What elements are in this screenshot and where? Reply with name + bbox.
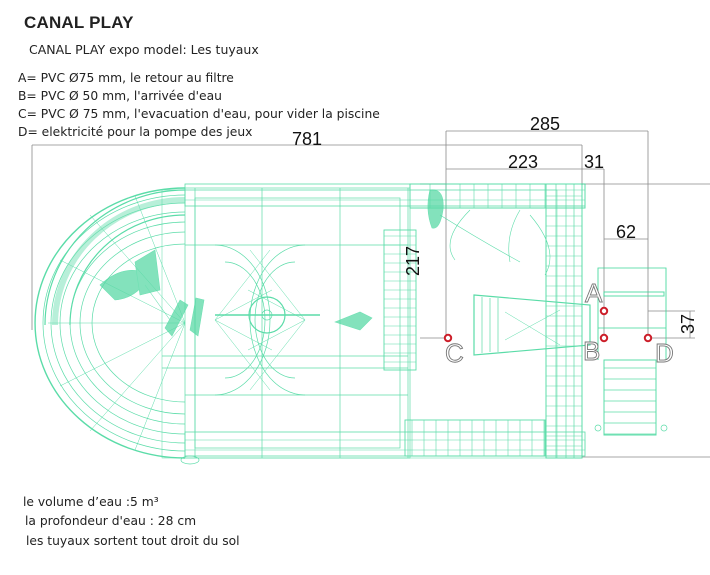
pipe-legend: A= PVC Ø75 mm, le retour au filtre B= PV…	[18, 69, 380, 141]
point-c	[443, 333, 453, 343]
legend-item-b: B= PVC Ø 50 mm, l'arrivée d'eau	[18, 89, 222, 103]
decorative-figures	[99, 189, 444, 337]
legend-item-c: C= PVC Ø 75 mm, l'evacuation d'eau, pour…	[18, 107, 380, 121]
note-pipes: les tuyaux sortent tout droit du sol	[26, 534, 240, 548]
point-a	[599, 306, 609, 316]
dimension-labels: 781 285 223 31 62 217 37	[292, 114, 698, 334]
note-depth: la profondeur d'eau : 28 cm	[25, 514, 197, 528]
label-d: D	[655, 338, 674, 368]
dim-285: 285	[530, 114, 560, 134]
dim-62: 62	[616, 222, 636, 242]
legend-item-a: A= PVC Ø75 mm, le retour au filtre	[18, 71, 234, 85]
dim-223: 223	[508, 152, 538, 172]
dim-overall-length: 781	[292, 129, 322, 149]
page-subtitle: CANAL PLAY expo model: Les tuyaux	[29, 42, 259, 57]
point-b	[599, 333, 609, 343]
dim-217: 217	[403, 246, 423, 276]
page-title: CANAL PLAY	[24, 13, 134, 32]
label-b: B	[583, 336, 600, 366]
point-d	[643, 333, 653, 343]
dim-31: 31	[584, 152, 604, 172]
dim-37: 37	[678, 314, 698, 334]
legend-item-d: D= elektricité pour la pompe des jeux	[18, 125, 253, 139]
note-volume: le volume d’eau :5 m³	[23, 495, 159, 509]
label-c: C	[445, 338, 464, 368]
connection-points: A B C D	[443, 278, 674, 368]
dimension-lines	[31, 130, 710, 458]
label-a: A	[585, 278, 603, 308]
pool-wireframe	[34, 183, 668, 465]
